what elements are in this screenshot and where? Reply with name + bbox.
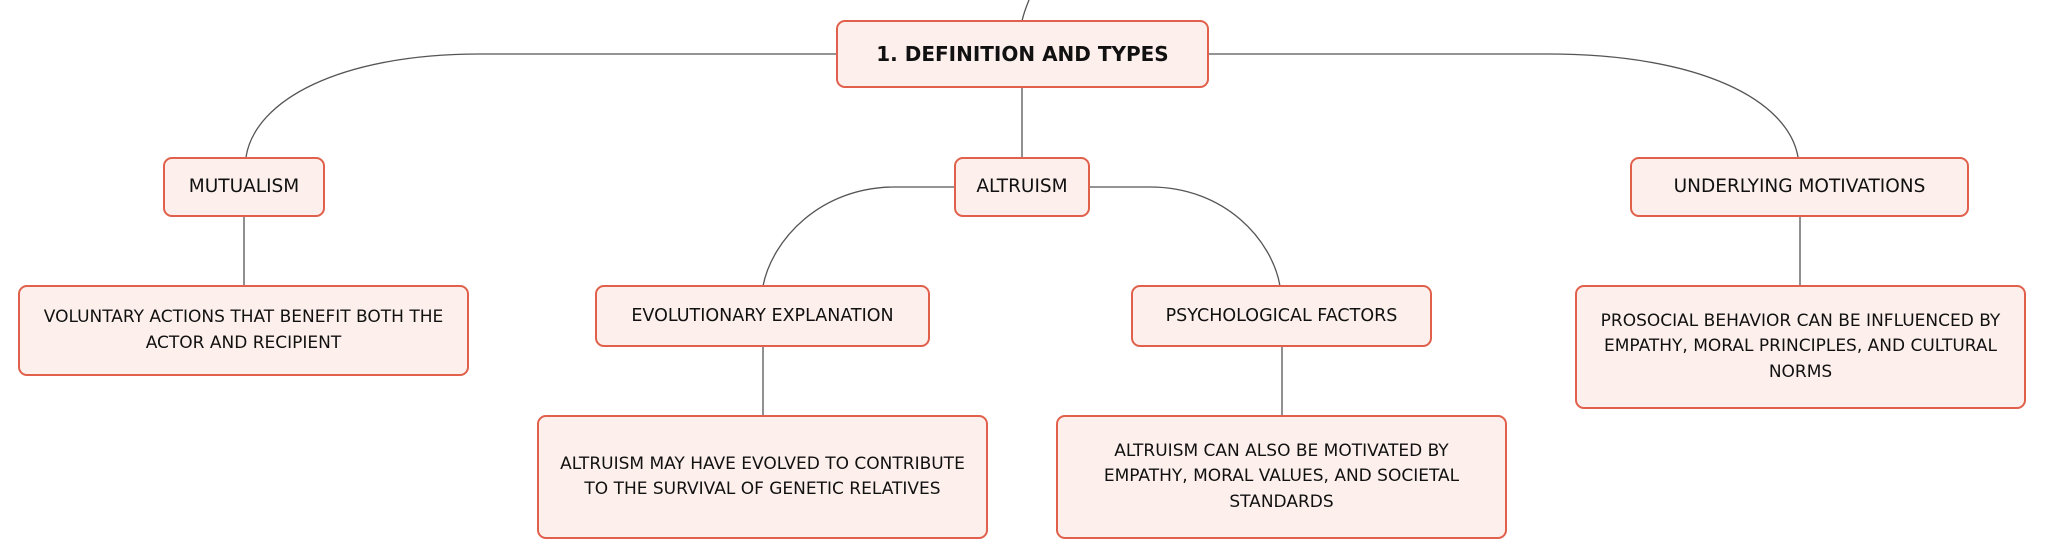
node-label: MUTUALISM xyxy=(188,176,300,198)
node-text: PROSOCIAL BEHAVIOR CAN BE INFLUENCED BY … xyxy=(1600,310,2001,382)
node-mutualism-detail[interactable]: VOLUNTARY ACTIONS THAT BENEFIT BOTH THE … xyxy=(18,285,469,376)
connector-root-mutualism xyxy=(245,53,836,158)
node-motivations-detail[interactable]: PROSOCIAL BEHAVIOR CAN BE INFLUENCED BY … xyxy=(1575,285,2026,409)
connector-altruism-evolutionary xyxy=(762,186,955,287)
node-underlying-motivations[interactable]: UNDERLYING MOTIVATIONS xyxy=(1630,157,1969,217)
connector-root-motivations xyxy=(1208,53,1799,158)
node-evolutionary-explanation[interactable]: EVOLUTIONARY EXPLANATION xyxy=(595,285,930,347)
node-text: ALTRUISM CAN ALSO BE MOTIVATED BY EMPATH… xyxy=(1103,440,1460,512)
node-label: UNDERLYING MOTIVATIONS xyxy=(1673,176,1926,198)
node-evolutionary-detail[interactable]: ALTRUISM MAY HAVE EVOLVED TO CONTRIBUTE … xyxy=(537,415,988,539)
node-text: ALTRUISM MAY HAVE EVOLVED TO CONTRIBUTE … xyxy=(560,453,965,500)
node-psychological-factors[interactable]: PSYCHOLOGICAL FACTORS xyxy=(1131,285,1432,347)
node-label: EVOLUTIONARY EXPLANATION xyxy=(631,305,894,326)
node-definition-and-types[interactable]: 1. DEFINITION AND TYPES xyxy=(836,20,1209,88)
connector-root-parent xyxy=(1021,0,1030,22)
node-label: ALTRUISM xyxy=(976,176,1068,198)
node-label: 1. DEFINITION AND TYPES xyxy=(876,42,1169,66)
connector-altruism-psychological xyxy=(1089,186,1281,287)
node-label: PSYCHOLOGICAL FACTORS xyxy=(1165,305,1398,326)
node-mutualism[interactable]: MUTUALISM xyxy=(163,157,325,217)
node-psychological-detail[interactable]: ALTRUISM CAN ALSO BE MOTIVATED BY EMPATH… xyxy=(1056,415,1507,539)
node-text: VOLUNTARY ACTIONS THAT BENEFIT BOTH THE … xyxy=(43,307,444,353)
node-altruism[interactable]: ALTRUISM xyxy=(954,157,1090,217)
